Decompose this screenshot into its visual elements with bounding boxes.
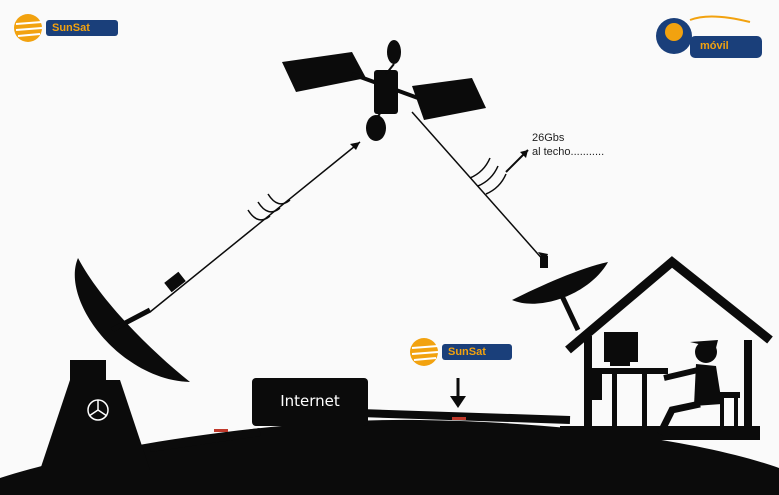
down-arrow-icon — [450, 378, 466, 408]
computer-desk — [584, 332, 668, 426]
logo-text-center: SunSat — [448, 346, 486, 358]
satellite — [282, 40, 486, 141]
downlink-beam — [412, 112, 548, 268]
internet-label: Internet — [258, 392, 362, 410]
logo-text-topright: móvil — [700, 40, 729, 52]
speed-annotation-line1: 26Gbs — [532, 132, 564, 145]
person-at-computer — [660, 340, 740, 434]
speed-annotation-line2: al techo........... — [532, 146, 604, 159]
uplink-beam — [150, 142, 360, 312]
cable-marker-left — [214, 429, 228, 432]
house — [560, 262, 770, 440]
ground-station-dish — [40, 258, 190, 470]
logo-text-topleft: SunSat — [52, 22, 90, 34]
cable-marker-right — [452, 417, 466, 420]
house-dish — [512, 262, 608, 330]
